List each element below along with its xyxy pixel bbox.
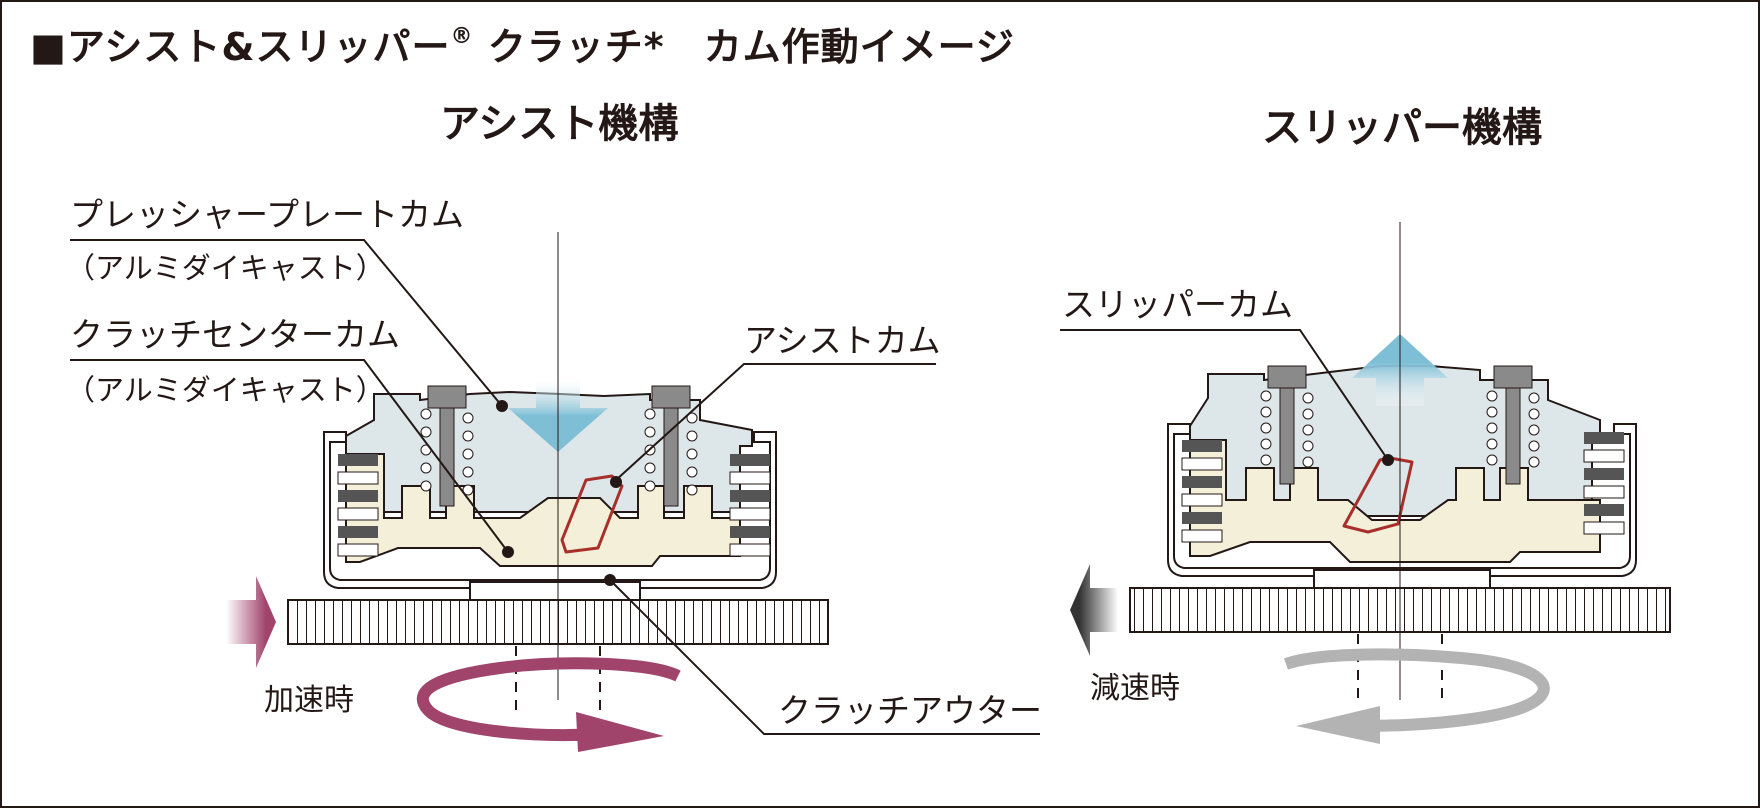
section-title-assist: アシスト機構 xyxy=(440,101,679,147)
slipper-mechanism xyxy=(1060,222,1671,744)
acceleration-arrow xyxy=(226,576,276,668)
deceleration-rotation-arrow xyxy=(1284,648,1550,732)
label-clutch-center-cam-material: （アルミダイキャスト） xyxy=(66,373,385,407)
friction-plates-left xyxy=(337,454,379,557)
deceleration-arrow xyxy=(1070,564,1118,656)
friction-plates-right xyxy=(729,454,771,557)
page-title: ■アシスト&スリッパー® クラッチ* カム作動イメージ xyxy=(30,24,1015,69)
label-pressure-plate-cam: プレッシャープレートカム xyxy=(70,195,465,234)
friction-plates-slipper-left xyxy=(1181,440,1223,543)
friction-plates-slipper-right xyxy=(1583,432,1625,535)
label-clutch-outer: クラッチアウター xyxy=(778,691,1042,730)
label-pressure-plate-cam-material: （アルミダイキャスト） xyxy=(66,251,385,285)
assist-cam-highlight xyxy=(560,474,624,554)
label-clutch-center-cam: クラッチセンターカム xyxy=(70,315,400,354)
acceleration-rotation-arrow xyxy=(416,657,681,741)
label-acceleration: 加速時 xyxy=(264,683,354,718)
section-title-slipper: スリッパー機構 xyxy=(1262,105,1542,151)
assist-mechanism xyxy=(70,232,1040,752)
label-deceleration: 減速時 xyxy=(1090,671,1180,706)
spring-left xyxy=(420,385,474,507)
spring-slipper-right xyxy=(1486,365,1540,485)
label-slipper-cam: スリッパーカム xyxy=(1062,285,1293,324)
spring-slipper-left xyxy=(1260,365,1314,485)
label-assist-cam: アシストカム xyxy=(744,321,941,360)
